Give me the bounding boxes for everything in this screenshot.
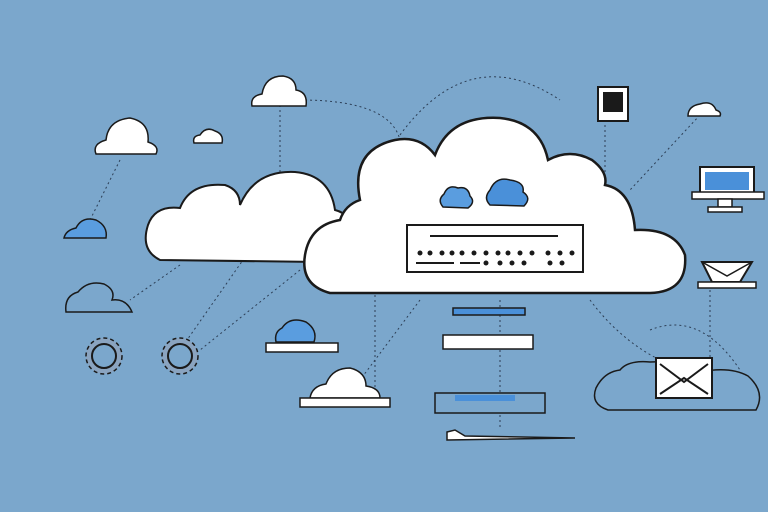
small-blue-cloud-icon	[439, 186, 474, 209]
document-bars	[265, 307, 576, 441]
envelope-icon	[697, 261, 757, 289]
cloud-icon	[274, 319, 316, 343]
envelope-icon	[655, 357, 713, 399]
cloud-icon	[192, 128, 224, 144]
gear-icon	[85, 337, 123, 375]
gear-icon	[161, 337, 199, 375]
cloud-icon	[687, 102, 722, 117]
server-panel	[406, 224, 584, 273]
cloud-icon	[309, 367, 381, 399]
monitor-icon	[691, 166, 765, 213]
network-lines	[89, 76, 741, 430]
blue-cloud-icon	[485, 178, 529, 207]
cloud-icon	[250, 75, 308, 107]
main-cloud	[303, 116, 687, 295]
server-icon	[597, 86, 629, 122]
cloud-icon	[65, 282, 134, 313]
cloud-icon	[94, 117, 158, 155]
cloud-icon	[63, 218, 108, 239]
